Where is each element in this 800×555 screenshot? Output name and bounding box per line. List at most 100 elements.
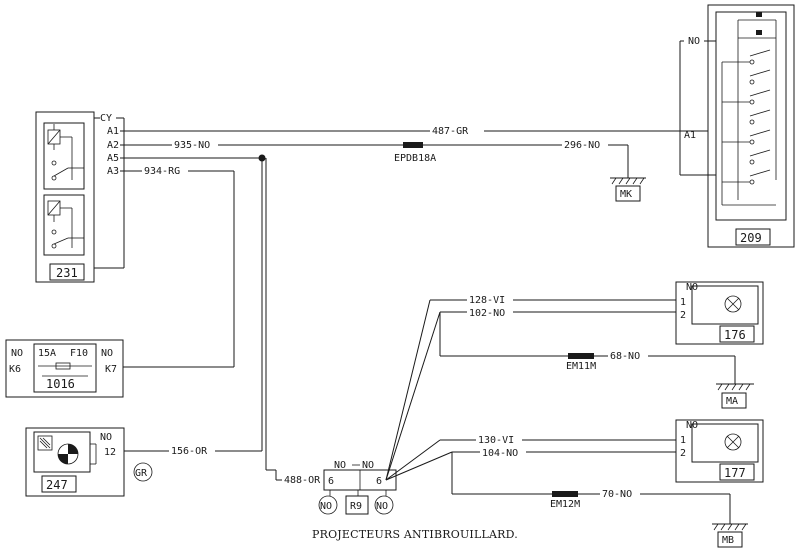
component-177-label-box xyxy=(719,463,755,481)
ground-mk-box xyxy=(615,185,641,202)
gr-marker-label: GR xyxy=(135,468,148,479)
connector-ground-2-label: NO xyxy=(376,501,388,512)
splice-epdb18a-label: EPDB18A xyxy=(394,153,436,164)
component-247: 247 NO 12 GR xyxy=(25,427,153,497)
pin-209-no: NO xyxy=(688,36,700,47)
lamp-177-bulb-icon xyxy=(724,433,742,451)
ground-ma-box xyxy=(721,392,747,409)
component-177-code: 177 xyxy=(724,466,746,480)
pin-209-a1: A1 xyxy=(684,130,696,141)
lamp-177-pin2: 2 xyxy=(680,448,686,459)
component-1016-body xyxy=(5,339,124,398)
component-176: 128-VI 102-NO EM11M 68-NO NO 1 2 176 xyxy=(430,281,764,384)
component-177-body xyxy=(675,419,764,483)
connector-no-a: NO xyxy=(334,460,346,471)
relay-1-frame xyxy=(43,122,85,190)
splice-em12m-mark xyxy=(552,491,578,497)
gr-marker xyxy=(133,462,153,482)
wire-a5 xyxy=(120,154,290,481)
component-1016-code: 1016 xyxy=(46,377,75,391)
fuse-slot: F10 xyxy=(70,348,88,359)
connector-fanout xyxy=(385,299,453,481)
component-209: 209 NO A1 xyxy=(679,4,795,248)
splice-em11m-mark xyxy=(568,353,594,359)
connector-ground-2 xyxy=(374,495,394,515)
fuse-k6: K6 xyxy=(9,364,21,375)
pin-cy: CY xyxy=(100,113,112,124)
lamp-176-pin2: 2 xyxy=(680,310,686,321)
wire-296-no: 296-NO xyxy=(423,138,629,178)
connector-pin-6b: 6 xyxy=(376,476,382,487)
component-247-label-box xyxy=(41,475,77,493)
wire-128-label: 128-VI xyxy=(469,295,505,306)
wire-156-or: 156-OR xyxy=(124,444,262,457)
wire-935-no: 935-NO xyxy=(120,138,403,151)
lamp-176-bulb-icon xyxy=(724,295,742,313)
ground-mk: MK xyxy=(610,177,646,202)
component-1016: 15A F10 1016 NO NO K6 K7 xyxy=(5,339,124,398)
component-176-code: 176 xyxy=(724,328,746,342)
connector-ground-1-label: NO xyxy=(320,501,332,512)
diagram-title: PROJECTEURS ANTIBROUILLARD. xyxy=(312,528,518,541)
fuse-frame xyxy=(33,343,97,393)
component-209-code: 209 xyxy=(740,231,762,245)
component-209-body xyxy=(707,4,795,248)
component-231-label-box xyxy=(49,263,85,281)
splice-epdb18a: EPDB18A xyxy=(394,142,436,164)
ground-mb-box xyxy=(717,531,743,548)
ground-ma: MA xyxy=(716,383,754,409)
lamp-177-pin1: 1 xyxy=(680,435,686,446)
component-176-label-box xyxy=(719,325,755,343)
wire-934-rg: 934-RG xyxy=(120,164,235,368)
wire-296-label: 296-NO xyxy=(564,140,600,151)
pin-a3: A3 xyxy=(107,166,119,177)
pin-a2: A2 xyxy=(107,140,119,151)
splice-em11m-label: EM11M xyxy=(566,361,596,372)
fuse-right-wire: NO xyxy=(101,348,113,359)
lamp-176-pin1: 1 xyxy=(680,297,686,308)
connector-ground-1 xyxy=(318,495,338,515)
switch-frame xyxy=(715,11,787,221)
component-231-body xyxy=(35,111,95,283)
component-209-label-box xyxy=(735,228,771,246)
wire-156-label: 156-OR xyxy=(171,446,208,457)
connector-r9: 488-OR 6 6 NO NO NO R9 NO xyxy=(282,460,397,515)
component-176-body xyxy=(675,281,764,345)
component-247-body xyxy=(25,427,125,497)
ground-mb: MB xyxy=(712,523,748,548)
wire-130-label: 130-VI xyxy=(478,435,514,446)
fuse-rating: 15A xyxy=(38,348,56,359)
component-177: 130-VI 104-NO EM12M 70-NO NO 1 2 177 xyxy=(440,419,764,524)
pin-247-12: 12 xyxy=(104,447,116,458)
wire-488-label: 488-OR xyxy=(284,475,321,486)
component-231: 231 CY A1 A2 A5 A3 xyxy=(35,111,125,283)
connector-r9-label: R9 xyxy=(350,501,362,512)
connector-no-b: NO xyxy=(362,460,374,471)
component-247-code: 247 xyxy=(46,478,68,492)
lamp-177-housing xyxy=(691,423,759,463)
fuse-left-wire: NO xyxy=(11,348,23,359)
wire-487-gr: 487-GR xyxy=(120,124,708,137)
wire-104-label: 104-NO xyxy=(482,448,518,459)
fog-lamp-indicator xyxy=(37,435,53,451)
ground-mb-label: MB xyxy=(722,535,734,546)
fuse-k7: K7 xyxy=(105,364,117,375)
wire-68-label: 68-NO xyxy=(610,351,640,362)
switch-247-frame xyxy=(33,431,91,473)
wire-934-label: 934-RG xyxy=(144,166,180,177)
component-231-code: 231 xyxy=(56,266,78,280)
connector-r9-box xyxy=(345,495,369,515)
lamp-176-housing xyxy=(691,285,759,325)
ground-ma-label: MA xyxy=(726,396,738,407)
pin-247-no: NO xyxy=(100,432,112,443)
pin-a1: A1 xyxy=(107,126,119,137)
wire-70-label: 70-NO xyxy=(602,489,632,500)
ground-mk-label: MK xyxy=(620,189,632,200)
fuse-symbol xyxy=(55,362,71,370)
pin-a5: A5 xyxy=(107,153,119,164)
splice-em12m-label: EM12M xyxy=(550,499,580,510)
wire-935-label: 935-NO xyxy=(174,140,210,151)
connector-pin-6a: 6 xyxy=(328,476,334,487)
